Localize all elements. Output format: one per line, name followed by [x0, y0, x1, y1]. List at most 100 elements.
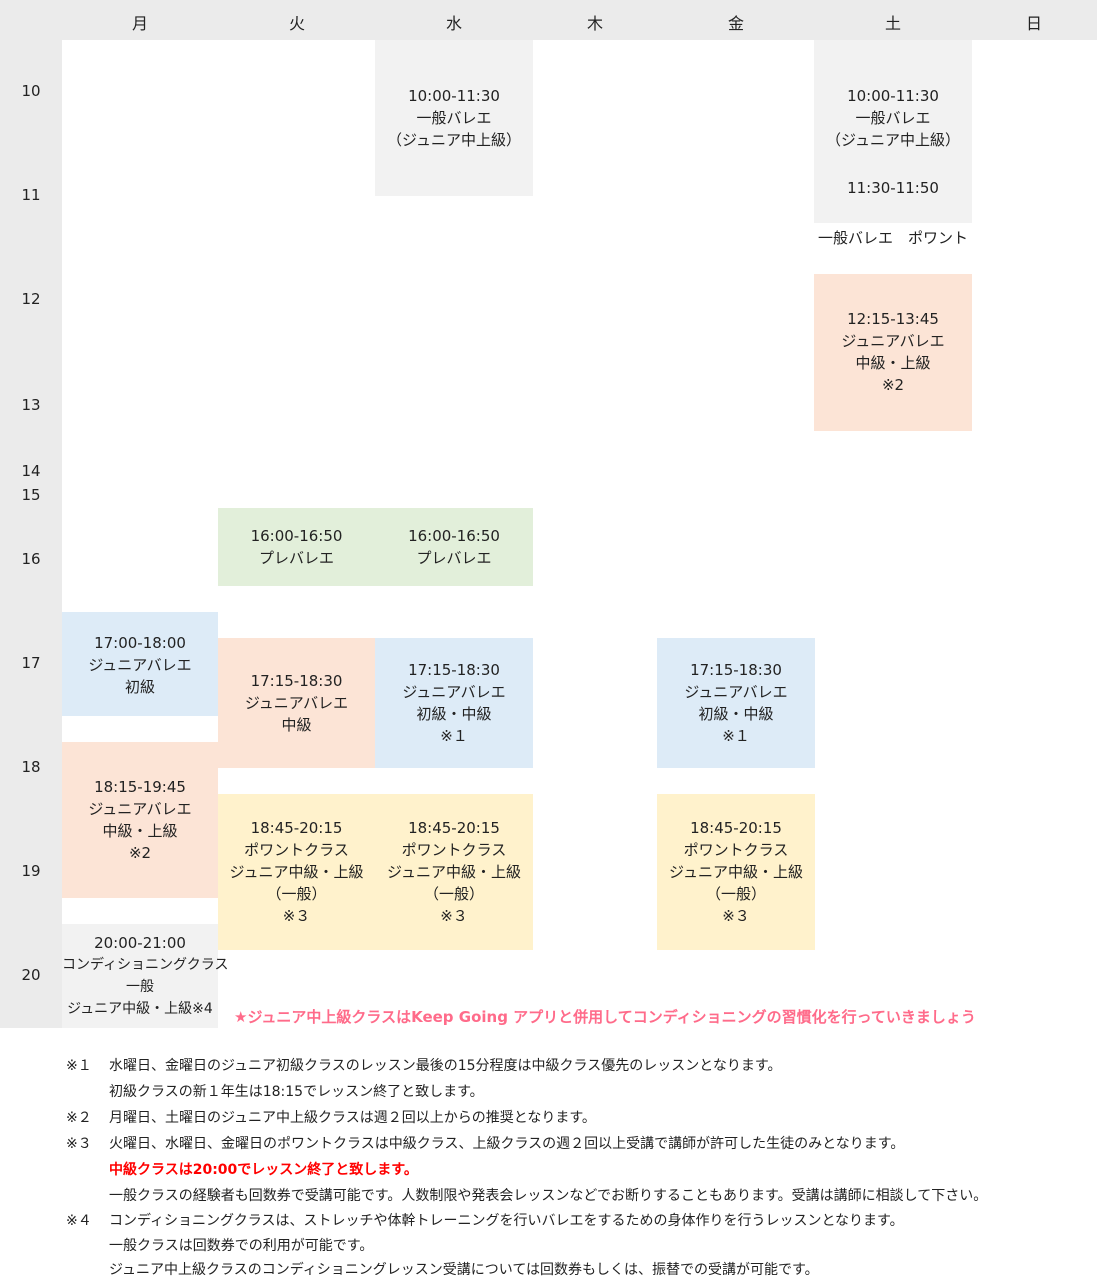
class-name: 一般バレエ — [416, 109, 492, 127]
class-time: 10:00-11:30 — [408, 87, 500, 105]
day-thu: 木 — [586, 14, 603, 33]
class-block-wed-1000[interactable]: 10:00-11:30 一般バレエ （ジュニア中上級） — [375, 40, 533, 196]
class-note-ref: ※2 — [881, 376, 905, 394]
day-fri: 金 — [727, 14, 744, 33]
class-note-ref: ※１ — [722, 727, 750, 745]
class-name: ジュニアバレエ — [402, 683, 506, 701]
note-4-line-1: コンディショニングクラスは、ストレッチや体幹トレーニングを行いバレエをするための… — [109, 1213, 904, 1229]
day-sat: 土 — [884, 14, 901, 33]
note-1-mark: ※１ — [66, 1058, 92, 1074]
class-note-ref: ※１ — [440, 727, 468, 745]
day-tue: 火 — [288, 14, 305, 33]
class-name: ジュニアバレエ — [841, 332, 945, 350]
class-name: プレバレエ — [258, 549, 334, 567]
class-time: 10:00-11:30 — [847, 87, 939, 105]
announcement: ★ジュニア中上級クラスはKeep Going アプリと併用してコンディショニング… — [234, 1008, 976, 1026]
class-level: 一般 — [126, 979, 154, 995]
day-wed: 水 — [445, 14, 462, 33]
day-mon: 月 — [131, 14, 148, 33]
note-2-mark: ※２ — [66, 1110, 92, 1126]
class-block-sat-1000[interactable]: 10:00-11:30 一般バレエ （ジュニア中上級） 11:30-11:50 — [814, 40, 972, 223]
hour-label: 20 — [21, 966, 41, 984]
class-level: ジュニア中級・上級 — [229, 863, 364, 881]
day-sun: 日 — [1025, 14, 1042, 33]
hour-label: 16 — [21, 550, 41, 568]
note-4-mark: ※４ — [66, 1213, 92, 1229]
class-time: 20:00-21:00 — [94, 934, 186, 952]
note-3-mark: ※３ — [66, 1136, 92, 1152]
class-note-ref: ※３ — [722, 907, 750, 925]
class-name: ジュニアバレエ — [244, 694, 349, 712]
hour-label: 18 — [21, 758, 41, 776]
class-time: 18:45-20:15 — [408, 819, 500, 837]
class-time: 16:00-16:50 — [408, 527, 500, 545]
class-name: 一般バレエ — [855, 109, 931, 127]
class-level: ジュニア中級・上級 — [669, 863, 803, 881]
class-label-sat-1130: 一般バレエ ポワント — [817, 229, 968, 247]
class-note-ref: ※2 — [128, 844, 152, 862]
class-name: ジュニアバレエ — [88, 656, 192, 674]
hour-label: 14 — [21, 462, 41, 480]
hour-label: 12 — [21, 290, 41, 308]
class-level-general: （一般） — [423, 885, 484, 903]
class-level-general: （一般） — [705, 885, 766, 903]
class-note-ref: ※３ — [440, 907, 468, 925]
class-block-mon-1815[interactable]: 18:15-19:45 ジュニアバレエ 中級・上級 ※2 — [62, 742, 218, 898]
class-block-wed-1715[interactable]: 17:15-18:30 ジュニアバレエ 初級・中級 ※１ — [375, 638, 533, 768]
class-level-junior: ジュニア中級・上級※4 — [67, 1001, 213, 1017]
hour-label: 13 — [21, 396, 41, 414]
note-4-line-2: 一般クラスは回数券での利用が可能です。 — [109, 1238, 374, 1254]
class-level: ジュニア中級・上級 — [387, 863, 521, 881]
note-4-line-3: ジュニア中上級クラスのコンディショニングレッスン受講については回数券もしくは、振… — [109, 1262, 819, 1278]
note-3-emphasis: 中級クラスは20:00でレッスン終了と致します。 — [109, 1162, 418, 1178]
class-time: 18:45-20:15 — [690, 819, 782, 837]
class-block-tue-1845[interactable]: 18:45-20:15 ポワントクラス ジュニア中級・上級 （一般） ※３ — [218, 794, 375, 950]
weekday-header: 月 火 水 木 金 土 日 — [0, 0, 1097, 40]
hour-label: 17 — [21, 654, 41, 672]
class-block-tue-1715[interactable]: 17:15-18:30 ジュニアバレエ 中級 — [218, 638, 375, 768]
class-name: ポワントクラス — [683, 841, 789, 859]
class-time: 17:15-18:30 — [408, 661, 500, 679]
class-level: （ジュニア中上級） — [826, 131, 960, 149]
class-name: ジュニアバレエ — [88, 800, 192, 818]
class-time: 16:00-16:50 — [250, 527, 343, 545]
hour-label: 11 — [21, 186, 41, 204]
time-column — [0, 40, 62, 1028]
class-level: （ジュニア中上級） — [387, 131, 521, 149]
note-3-line-3: 一般クラスの経験者も回数券で受講可能です。人数制限や発表会レッスンなどでお断りす… — [109, 1188, 988, 1204]
class-block-tue-1600[interactable]: 16:00-16:50 プレバレエ — [218, 508, 375, 586]
hour-label: 15 — [21, 486, 41, 504]
class-time: 11:30-11:50 — [847, 179, 939, 197]
note-2-line-1: 月曜日、土曜日のジュニア中上級クラスは週２回以上からの推奨となります。 — [109, 1110, 596, 1126]
class-level-general: （一般） — [266, 885, 327, 903]
class-name: プレバレエ — [416, 549, 492, 567]
class-level: 初級・中級 — [698, 705, 774, 723]
class-name: ポワントクラス — [244, 841, 349, 859]
class-note-ref: ※３ — [282, 907, 311, 925]
class-name: ポワントクラス — [401, 841, 507, 859]
class-level: 中級・上級 — [855, 354, 931, 372]
class-time: 18:45-20:15 — [250, 819, 343, 837]
class-level: 初級 — [124, 678, 155, 696]
hour-label: 10 — [21, 82, 41, 100]
class-level: 中級 — [281, 716, 312, 734]
class-block-fri-1715[interactable]: 17:15-18:30 ジュニアバレエ 初級・中級 ※１ — [657, 638, 815, 768]
class-level: 初級・中級 — [416, 705, 492, 723]
note-1-line-2: 初級クラスの新１年生は18:15でレッスン終了と致します。 — [109, 1084, 484, 1100]
note-1-line-1: 水曜日、金曜日のジュニア初級クラスのレッスン最後の15分程度は中級クラス優先のレ… — [109, 1058, 782, 1074]
class-block-fri-1845[interactable]: 18:45-20:15 ポワントクラス ジュニア中級・上級 （一般） ※３ — [657, 794, 815, 950]
class-name: コンディショニングクラス — [62, 957, 229, 973]
class-block-wed-1845[interactable]: 18:45-20:15 ポワントクラス ジュニア中級・上級 （一般） ※３ — [375, 794, 533, 950]
note-3-line-1: 火曜日、水曜日、金曜日のポワントクラスは中級クラス、上級クラスの週２回以上受講で… — [109, 1136, 905, 1152]
class-block-wed-1600[interactable]: 16:00-16:50 プレバレエ — [375, 508, 533, 586]
class-block-mon-2000[interactable]: 20:00-21:00 コンディショニングクラス 一般 ジュニア中級・上級※4 — [62, 924, 229, 1028]
class-name: ジュニアバレエ — [684, 683, 788, 701]
class-time: 12:15-13:45 — [847, 310, 939, 328]
class-time: 17:15-18:30 — [690, 661, 782, 679]
class-time: 17:00-18:00 — [94, 634, 186, 652]
class-block-sat-1215[interactable]: 12:15-13:45 ジュニアバレエ 中級・上級 ※2 — [814, 274, 972, 431]
class-block-mon-1700[interactable]: 17:00-18:00 ジュニアバレエ 初級 — [62, 612, 218, 716]
class-time: 18:15-19:45 — [94, 778, 186, 796]
class-time: 17:15-18:30 — [250, 672, 343, 690]
hour-label: 19 — [21, 862, 41, 880]
